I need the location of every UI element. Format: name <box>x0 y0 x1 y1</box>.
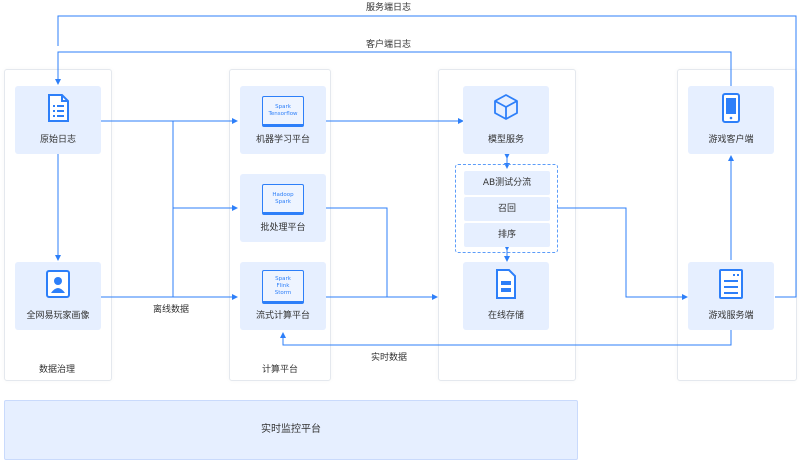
raw-log-node[interactable]: 原始日志 <box>15 86 101 154</box>
stream-tech-3: Storm <box>274 289 292 296</box>
user-profile-node[interactable]: 全网易玩家画像 <box>15 262 101 330</box>
ml-tech-1: Spark <box>275 103 291 110</box>
user-profile-icon <box>46 270 70 298</box>
stream-platform-node[interactable]: Spark Flink Storm 流式计算平台 <box>240 262 326 330</box>
client-log-label: 客户端日志 <box>364 37 414 50</box>
client-log-edge <box>55 51 732 86</box>
stream-tech-1: Spark <box>275 275 291 282</box>
game-client-label: 游戏客户端 <box>708 135 754 145</box>
ml-platform-node[interactable]: Spark Tensorflow 机器学习平台 <box>240 86 326 154</box>
online-storage-label: 在线存储 <box>487 311 524 321</box>
batch-platform-node[interactable]: Hadoop Spark 批处理平台 <box>240 174 326 242</box>
realtime-monitor-platform[interactable]: 实时监控平台 <box>4 400 578 460</box>
ml-platform-label: 机器学习平台 <box>255 135 310 145</box>
mobile-phone-icon <box>722 93 740 123</box>
document-list-icon <box>48 94 69 122</box>
batch-tech-1: Hadoop <box>272 191 294 198</box>
ranking-node[interactable]: 排序 <box>464 223 550 247</box>
compute-platform-label: 计算平台 <box>262 365 299 375</box>
game-server-node[interactable]: 游戏服务端 <box>688 262 774 330</box>
realtime-data-label: 实时数据 <box>371 353 408 363</box>
game-client-node[interactable]: 游戏客户端 <box>688 86 774 154</box>
ml-tech-2: Tensorflow <box>268 110 298 117</box>
ab-split-node[interactable]: AB测试分流 <box>464 171 550 195</box>
stream-tech-2: Flink <box>276 282 290 289</box>
storage-icon <box>496 269 516 299</box>
batch-platform-label: 批处理平台 <box>260 223 306 233</box>
server-log-label: 服务端日志 <box>364 0 414 13</box>
data-governance-label: 数据治理 <box>39 365 76 375</box>
batch-tech-stack: Hadoop Spark <box>262 184 304 215</box>
raw-log-label: 原始日志 <box>39 135 76 145</box>
batch-to-storage-edge <box>325 207 388 297</box>
user-profile-label: 全网易玩家画像 <box>26 311 90 321</box>
cube-icon <box>494 94 518 120</box>
game-server-label: 游戏服务端 <box>708 311 754 321</box>
offline-data-label: 离线数据 <box>153 305 190 315</box>
online-storage-node[interactable]: 在线存储 <box>463 262 549 330</box>
stream-platform-label: 流式计算平台 <box>255 311 310 321</box>
stream-tech-stack: Spark Flink Storm <box>262 270 304 304</box>
model-service-label: 模型服务 <box>487 135 524 145</box>
server-icon <box>719 269 743 299</box>
ml-tech-stack: Spark Tensorflow <box>262 96 304 127</box>
model-service-node[interactable]: 模型服务 <box>463 86 549 154</box>
batch-tech-2: Spark <box>275 198 291 205</box>
ab-strategy-group: AB测试分流 召回 排序 <box>455 164 558 253</box>
ab-to-server-edge <box>557 207 688 300</box>
recall-node[interactable]: 召回 <box>464 197 550 221</box>
